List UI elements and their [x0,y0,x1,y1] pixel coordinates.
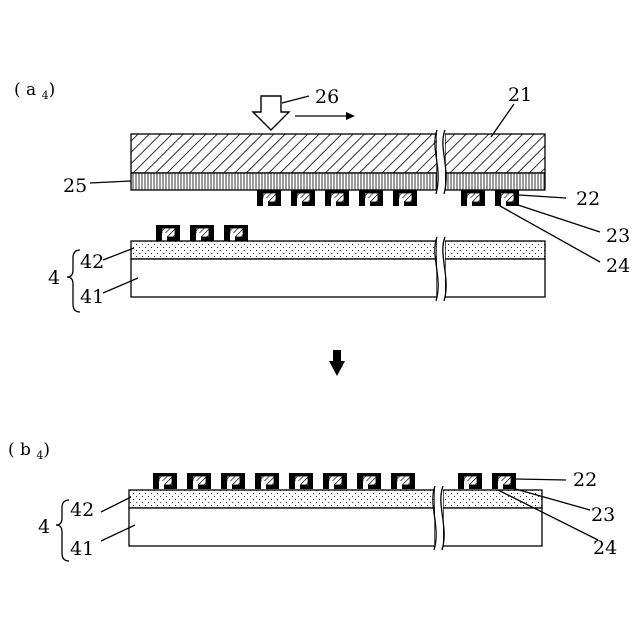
ref-23-a: 23 [606,225,630,247]
element-on-donor [359,190,383,206]
element-on-receiver [323,473,347,489]
ref-42-a: 42 [80,251,104,273]
leader-26 [282,96,309,103]
ref-25: 25 [63,175,87,197]
panel-b: ( b 4) 22 23 24 42 41 4 [8,440,617,561]
element-on-donor [257,190,281,206]
adhesive-layer-right [445,241,545,259]
element-on-receiver [224,225,248,241]
element-on-receiver [255,473,279,489]
adhesive-layer-left [131,241,437,259]
donor-substrate-left [131,134,437,173]
ref-23-b: 23 [591,504,615,526]
leader-22-a [519,195,566,198]
ref-41-a: 41 [80,286,104,308]
brace-4-b [56,500,69,561]
ref-41-b: 41 [70,538,94,560]
ref-4-a: 4 [48,267,60,289]
panel-b-label: ( b 4) [8,440,50,462]
ref-4-b: 4 [38,516,50,538]
element-on-donor [291,190,315,206]
panel-a-label: ( a 4) [14,80,55,102]
ref-26: 26 [315,86,339,108]
element-on-receiver [357,473,381,489]
leader-42-b [101,497,131,512]
panel-a: ( a 4) 26 21 25 22 23 24 [14,80,630,312]
base-layer-right [443,508,542,546]
element-on-receiver [492,473,516,489]
adhesive-layer-left [129,490,435,508]
donor-substrate-right [445,134,545,173]
laser-beam-arrow [253,96,289,130]
leader-25 [90,181,131,183]
ref-22-a: 22 [576,188,600,210]
brace-4-a [67,250,80,312]
base-layer-left [129,508,435,546]
ref-21: 21 [508,84,532,106]
absorbing-layer-left [131,173,437,190]
process-step-arrow [329,350,345,376]
element-on-receiver [190,225,214,241]
absorbing-layer-right [445,173,545,190]
element-on-donor [393,190,417,206]
base-layer-left [131,259,437,297]
ref-24-b: 24 [593,537,617,559]
element-on-receiver [458,473,482,489]
element-on-donor [461,190,485,206]
leader-21 [491,104,514,137]
leader-22-b [516,479,566,480]
element-on-receiver [289,473,313,489]
element-on-receiver [187,473,211,489]
element-on-receiver [221,473,245,489]
ref-22-b: 22 [573,469,597,491]
element-on-receiver [153,473,177,489]
ref-42-b: 42 [70,499,94,521]
scan-direction-arrowhead [346,112,355,120]
base-layer-right [445,259,545,297]
element-on-donor [325,190,349,206]
leader-42-a [103,248,134,260]
element-on-receiver [391,473,415,489]
element-on-receiver [156,225,180,241]
ref-24-a: 24 [606,255,630,277]
